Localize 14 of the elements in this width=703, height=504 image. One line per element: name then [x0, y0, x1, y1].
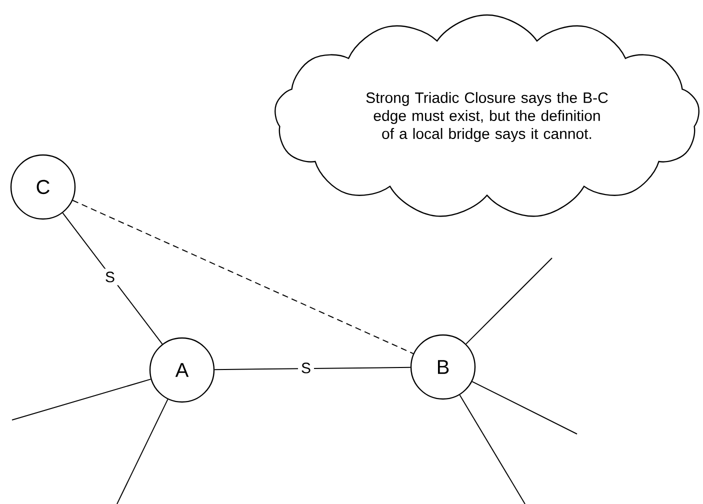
edge-line — [459, 394, 526, 504]
thought-cloud: Strong Triadic Closure says the B-C edge must exist, but the definition of a local bridge says it cannot. — [274, 14, 700, 217]
edge-label: S — [298, 360, 314, 376]
edge-line — [466, 258, 552, 344]
graph-node: A — [149, 337, 215, 403]
edge-line — [12, 378, 152, 420]
graph-node: B — [410, 334, 476, 400]
edge-line — [214, 366, 411, 370]
graph-node: C — [10, 154, 76, 220]
edge-line — [116, 398, 168, 504]
edge-line — [62, 212, 163, 345]
edge-line — [472, 381, 578, 434]
edge-label: S — [102, 268, 118, 286]
dashed-edge — [72, 200, 414, 354]
